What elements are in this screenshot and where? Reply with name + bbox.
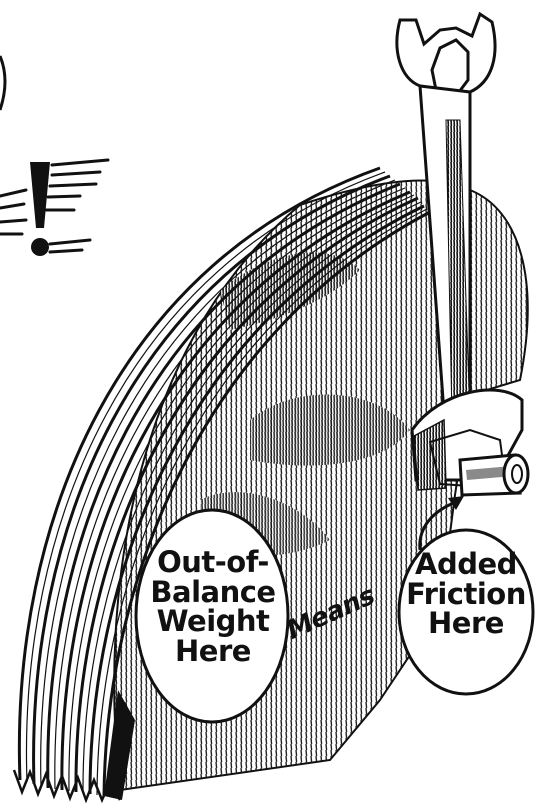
shaft-stub — [460, 455, 528, 495]
right-label-line: Friction — [400, 580, 532, 610]
right-label-line: Added — [400, 550, 532, 580]
added-friction-label: Added Friction Here — [400, 550, 532, 639]
left-label-line: Weight — [143, 607, 283, 637]
out-of-balance-label: Out-of- Balance Weight Here — [143, 548, 283, 666]
right-label-line: Here — [400, 609, 532, 639]
left-label-line: Here — [143, 637, 283, 667]
exclamation-icon — [0, 160, 108, 256]
corner-mark — [0, 56, 5, 110]
left-label-line: Out-of- — [143, 548, 283, 578]
left-label-line: Balance — [143, 578, 283, 608]
